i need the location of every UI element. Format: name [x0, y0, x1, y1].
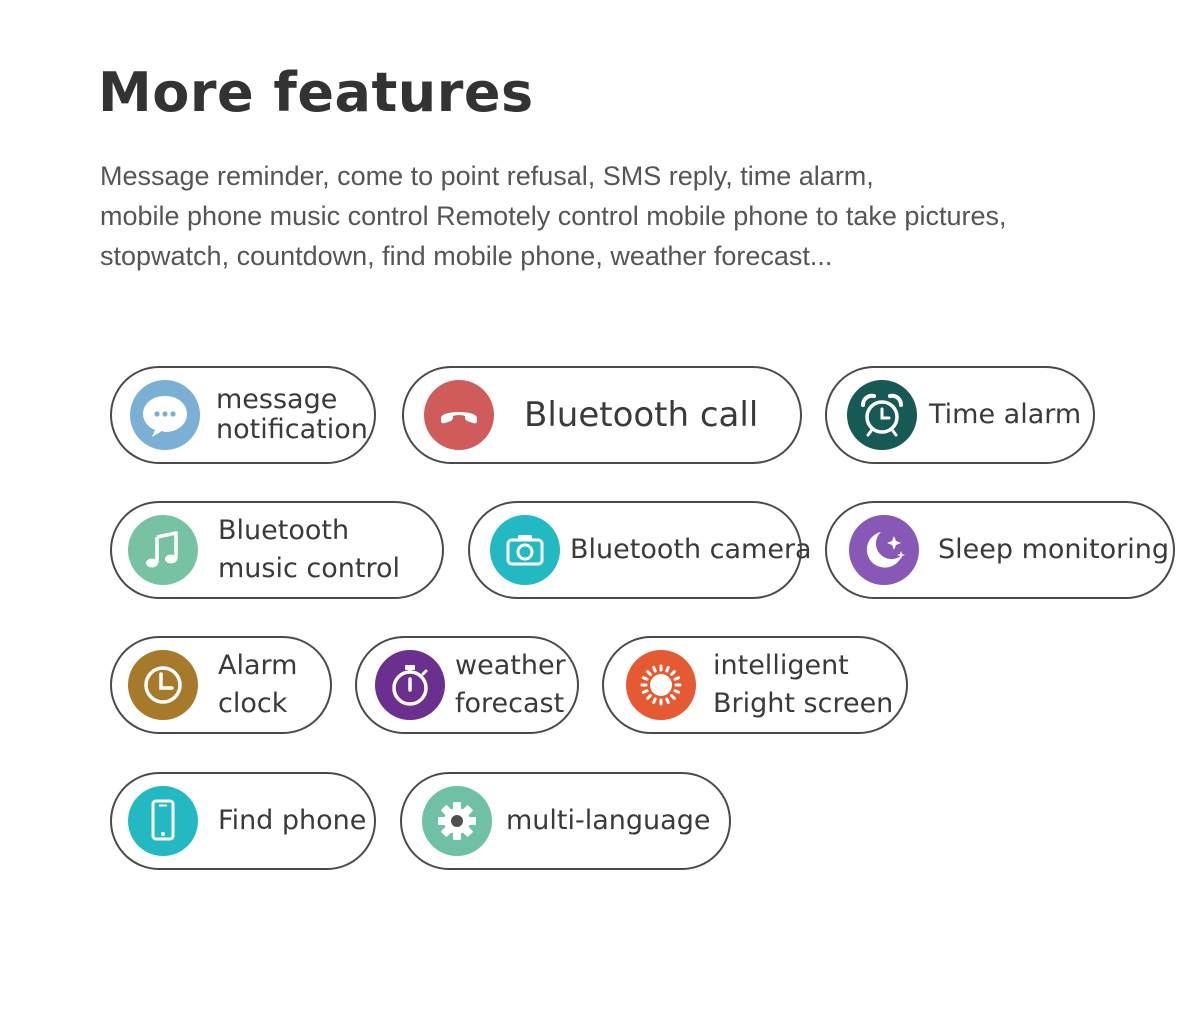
camera-icon: [490, 515, 560, 585]
feature-find-phone: Find phone: [110, 772, 376, 870]
feature-label-line: Bluetooth camera: [570, 534, 812, 565]
page-title: More features: [98, 61, 534, 124]
feature-label-line: music control: [218, 553, 400, 584]
chat-bubble-icon: [130, 380, 200, 450]
feature-label: message notification: [216, 385, 368, 445]
feature-time-alarm: Time alarm: [825, 366, 1095, 464]
feature-bluetooth-music-control: Bluetooth music control: [110, 501, 444, 599]
feature-description: Message reminder, come to point refusal,…: [100, 156, 1180, 276]
feature-alarm-clock: Alarm clock: [110, 636, 332, 734]
feature-bluetooth-call: Bluetooth call: [402, 366, 802, 464]
feature-label-line: Bright screen: [713, 688, 894, 719]
feature-intelligent-bright-screen: intelligent Bright screen: [602, 636, 908, 734]
music-note-icon: [128, 515, 198, 585]
clock-icon: [128, 650, 198, 720]
description-line: mobile phone music control Remotely cont…: [100, 201, 1007, 231]
feature-label: multi-language: [506, 804, 710, 838]
feature-multi-language: multi-language: [400, 772, 731, 870]
smartphone-icon: [128, 786, 198, 856]
feature-label: Sleep monitoring: [938, 533, 1169, 567]
sun-icon: [626, 650, 696, 720]
feature-label-line: forecast: [455, 688, 565, 719]
feature-label-line: multi-language: [506, 805, 711, 836]
feature-label: intelligent Bright screen: [713, 647, 893, 723]
feature-label-line: Sleep monitoring: [938, 534, 1169, 565]
feature-bluetooth-camera: Bluetooth camera: [468, 501, 812, 599]
feature-sleep-monitoring: Sleep monitoring: [825, 501, 1175, 599]
feature-label-line: notification: [216, 414, 368, 445]
feature-label-line: intelligent: [713, 650, 849, 681]
description-line: stopwatch, countdown, find mobile phone,…: [100, 241, 833, 271]
feature-label: Bluetooth music control: [218, 512, 400, 588]
feature-label: weather forecast: [455, 647, 566, 723]
feature-label-line: Find phone: [218, 805, 367, 836]
feature-label: Bluetooth call: [524, 398, 758, 432]
feature-label-line: Bluetooth call: [524, 395, 759, 435]
feature-label-line: Alarm: [218, 650, 298, 681]
feature-message-notification: message notification: [110, 366, 376, 464]
feature-label: Alarm clock: [218, 647, 297, 723]
stopwatch-icon: [375, 650, 445, 720]
feature-label-line: weather: [455, 650, 566, 681]
phone-hangup-icon: [424, 380, 494, 450]
moon-stars-icon: [849, 515, 919, 585]
feature-label-line: Bluetooth: [218, 515, 350, 546]
description-line: Message reminder, come to point refusal,…: [100, 161, 874, 191]
alarm-clock-icon: [847, 380, 917, 450]
gear-icon: [422, 786, 492, 856]
feature-label-line: Time alarm: [929, 399, 1082, 430]
feature-weather-forecast: weather forecast: [355, 636, 579, 734]
feature-label-line: message: [216, 384, 338, 415]
feature-label: Find phone: [218, 804, 366, 838]
feature-label-line: clock: [218, 688, 288, 719]
feature-label: Time alarm: [929, 398, 1081, 432]
feature-label: Bluetooth camera: [570, 533, 812, 567]
